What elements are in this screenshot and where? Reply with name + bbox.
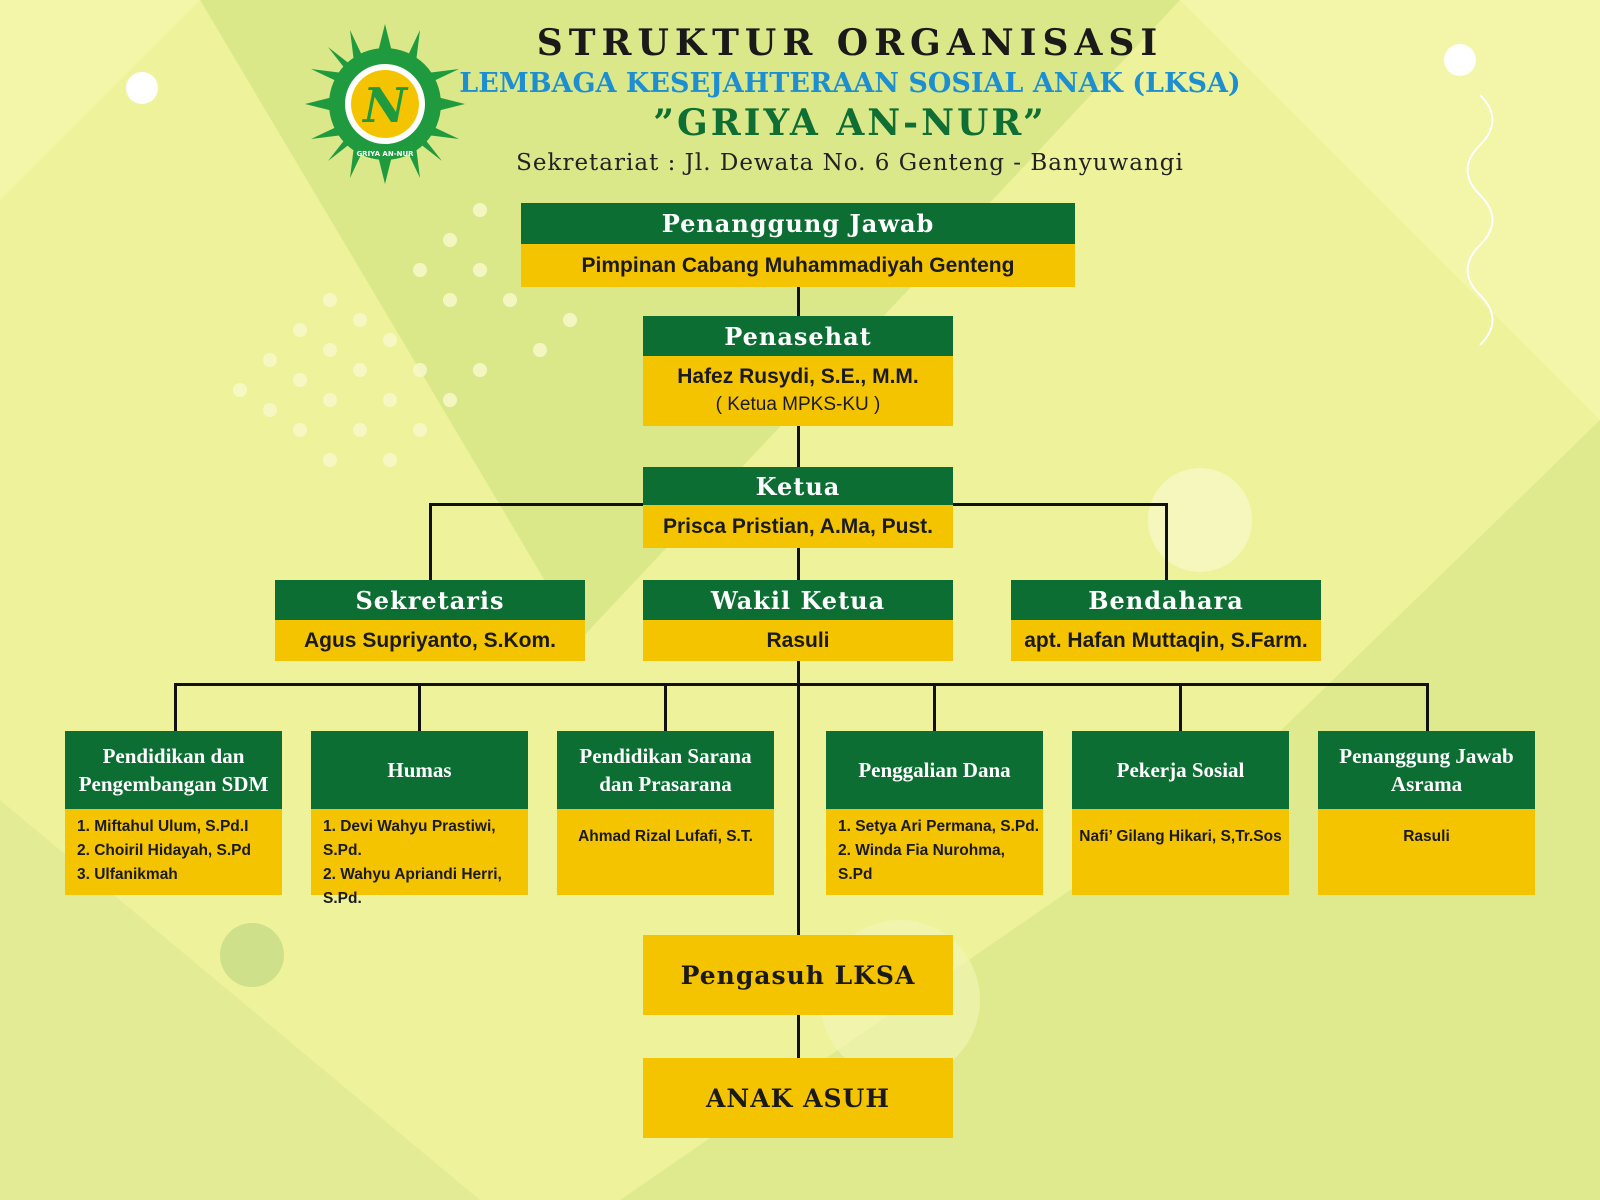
member-item: 1. Setya Ari Permana, S.Pd. (838, 818, 1040, 835)
box-penanggung-jawab: Penanggung Jawab Pimpinan Cabang Muhamma… (521, 203, 1075, 287)
organization-name: ”GRIYA AN-NUR” (653, 102, 1047, 144)
member-item: Nafi’ Gilang Hikari, S,Tr.Sos (1079, 828, 1282, 845)
division-humas: Humas 1. Devi Wahyu Prastiwi, S.Pd. 2. W… (311, 731, 528, 907)
division-title-line: Pendidikan dan (102, 744, 245, 768)
box-ketua: Ketua Prisca Pristian, A.Ma, Pust. (643, 467, 953, 548)
box-name: Agus Supriyanto, S.Kom. (275, 620, 585, 661)
division-members: Rasuli (1318, 809, 1535, 895)
box-name: Pimpinan Cabang Muhammadiyah Genteng (521, 244, 1075, 287)
division-members: 1. Devi Wahyu Prastiwi, S.Pd. 2. Wahyu A… (311, 809, 528, 907)
box-sekretaris: Sekretaris Agus Supriyanto, S.Kom. (275, 580, 585, 661)
box-note: ( Ketua MPKS-KU ) (715, 394, 881, 415)
connector-line (933, 683, 936, 731)
box-name: Hafez Rusydi, S.E., M.M. (677, 365, 919, 388)
member-item: 2. Winda Fia Nurohma, S.Pd (838, 842, 1005, 883)
division-title-line: Humas (387, 758, 452, 782)
division-title-line: Asrama (1390, 772, 1463, 796)
box-penasehat: Penasehat Hafez Rusydi, S.E., M.M. ( Ket… (643, 316, 953, 426)
division-title-line: Penanggung Jawab (1339, 744, 1514, 768)
svg-text:GRIYA AN-NUR: GRIYA AN-NUR (356, 150, 414, 158)
member-item: 2. Wahyu Apriandi Herri, S.Pd. (323, 866, 502, 907)
box-body: Hafez Rusydi, S.E., M.M. ( Ketua MPKS-KU… (643, 356, 953, 426)
division-sarana-prasarana: Pendidikan Sarana dan Prasarana Ahmad Ri… (557, 731, 774, 895)
page-title: STRUKTUR ORGANISASI (536, 22, 1164, 64)
division-title-line: Pengembangan SDM (78, 772, 269, 796)
member-item: 2. Choiril Hidayah, S.Pd (77, 842, 251, 859)
secretariat-address: Sekretariat : Jl. Dewata No. 6 Genteng -… (516, 150, 1184, 176)
box-title: Bendahara (1011, 580, 1321, 620)
member-item: Rasuli (1403, 828, 1450, 845)
division-title: Humas (311, 731, 528, 809)
connector-line (174, 683, 177, 731)
division-title-line: Pendidikan Sarana (579, 744, 752, 768)
box-name: apt. Hafan Muttaqin, S.Farm. (1011, 620, 1321, 661)
connector-line (1165, 503, 1168, 581)
connector-line (1426, 683, 1429, 731)
connector-line (797, 1015, 800, 1060)
box-name: Rasuli (643, 620, 953, 661)
connector-line (418, 683, 421, 731)
box-bendahara: Bendahara apt. Hafan Muttaqin, S.Farm. (1011, 580, 1321, 661)
box-wakil-ketua: Wakil Ketua Rasuli (643, 580, 953, 661)
division-members: Nafi’ Gilang Hikari, S,Tr.Sos (1072, 809, 1289, 895)
lksa-logo: N GRIYA AN-NUR (305, 24, 465, 184)
division-title-line: Penggalian Dana (858, 758, 1011, 782)
member-item: 1. Devi Wahyu Prastiwi, S.Pd. (323, 818, 496, 859)
division-title: Penggalian Dana (826, 731, 1043, 809)
member-item: 3. Ulfanikmah (77, 866, 178, 883)
division-title: Pendidikan dan Pengembangan SDM (65, 731, 282, 809)
division-members: Ahmad Rizal Lufafi, S.T. (557, 809, 774, 895)
division-penanggung-jawab-asrama: Penanggung Jawab Asrama Rasuli (1318, 731, 1535, 895)
member-item: Ahmad Rizal Lufafi, S.T. (578, 828, 753, 845)
box-title: Wakil Ketua (643, 580, 953, 620)
box-name: Prisca Pristian, A.Ma, Pust. (643, 505, 953, 548)
division-title: Pendidikan Sarana dan Prasarana (557, 731, 774, 809)
division-title-line: Pekerja Sosial (1116, 758, 1245, 782)
connector-line (174, 683, 1429, 686)
connector-line (664, 683, 667, 731)
box-pengasuh-lksa: Pengasuh LKSA (643, 935, 953, 1015)
division-penggalian-dana: Penggalian Dana 1. Setya Ari Permana, S.… (826, 731, 1043, 895)
connector-line (1179, 683, 1182, 731)
box-title: Ketua (643, 467, 953, 505)
division-pekerja-sosial: Pekerja Sosial Nafi’ Gilang Hikari, S,Tr… (1072, 731, 1289, 895)
box-title: Sekretaris (275, 580, 585, 620)
member-item: 1. Miftahul Ulum, S.Pd.I (77, 818, 249, 835)
division-pendidikan-sdm: Pendidikan dan Pengembangan SDM 1. Mifta… (65, 731, 282, 895)
division-members: 1. Setya Ari Permana, S.Pd. 2. Winda Fia… (826, 809, 1043, 895)
division-title-line: dan Prasarana (599, 772, 732, 796)
svg-text:N: N (361, 78, 409, 134)
institution-name: LEMBAGA KESEJAHTERAAN SOSIAL ANAK (LKSA) (459, 68, 1241, 99)
division-title: Penanggung Jawab Asrama (1318, 731, 1535, 809)
division-title: Pekerja Sosial (1072, 731, 1289, 809)
connector-line (429, 503, 432, 581)
box-anak-asuh: ANAK ASUH (643, 1058, 953, 1138)
box-title: Penanggung Jawab (521, 203, 1075, 244)
division-members: 1. Miftahul Ulum, S.Pd.I 2. Choiril Hida… (65, 809, 282, 895)
box-title: Penasehat (643, 316, 953, 356)
